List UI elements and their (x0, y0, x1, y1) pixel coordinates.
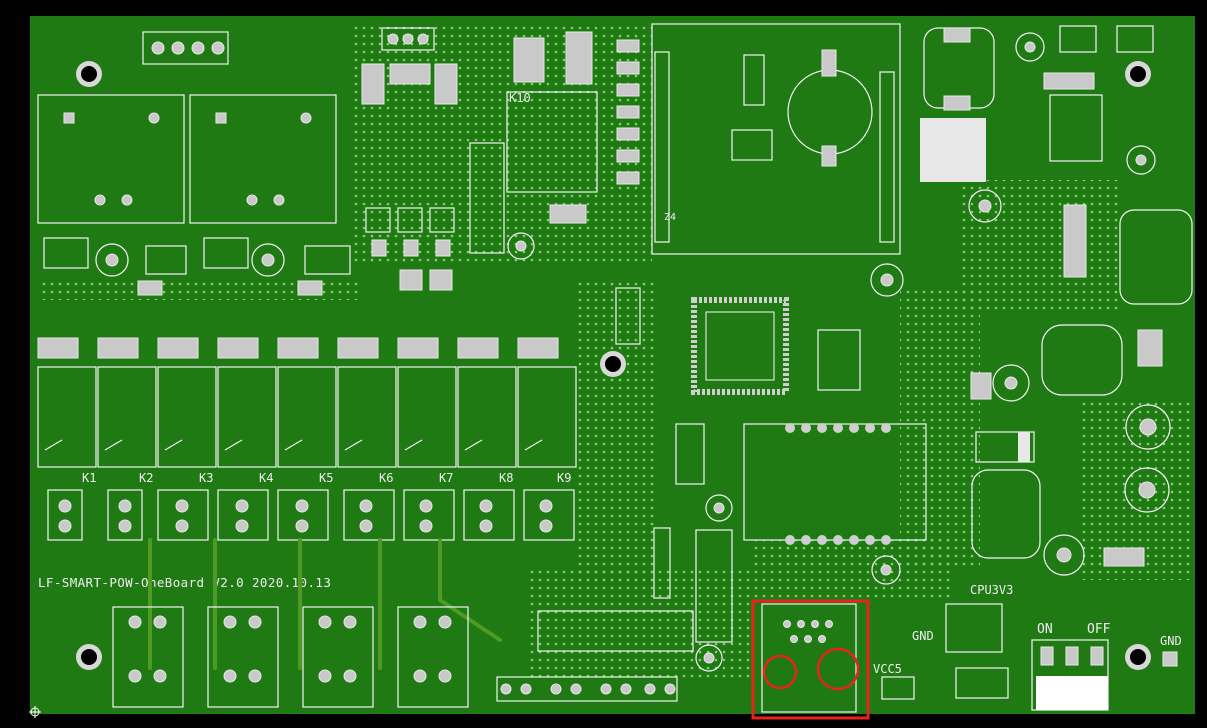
relay-k10 (506, 31, 598, 224)
relay-label-k2: K2 (139, 471, 153, 485)
diode-row (37, 337, 559, 359)
power-switch (1031, 639, 1109, 711)
origin-marker-icon (29, 706, 41, 718)
relay-label-k4: K4 (259, 471, 273, 485)
switch-label-on: ON (1037, 622, 1053, 637)
bottom-connector-strip (496, 610, 694, 702)
right-power-section (870, 25, 1193, 585)
mounting-holes (76, 61, 1151, 670)
relay-label-k8: K8 (499, 471, 513, 485)
highlight-annotation (751, 599, 870, 720)
relay-label-k9: K9 (557, 471, 571, 485)
transformer-t1 (37, 94, 185, 224)
switch-label-off: OFF (1087, 622, 1111, 637)
relay-bank (37, 366, 577, 468)
bottom-right-headers (881, 603, 1009, 700)
bottom-terminals (112, 538, 502, 708)
label-vcc5: VCC5 (873, 662, 902, 676)
label-gnd-left: GND (912, 629, 934, 643)
top-mid-components (361, 27, 535, 291)
relay-label-k6: K6 (379, 471, 393, 485)
relay-label-k10: K10 (509, 91, 531, 105)
header-and-module-frame (616, 23, 901, 255)
relay-label-k5: K5 (319, 471, 333, 485)
relay-label-k1: K1 (82, 471, 96, 485)
microcontroller (615, 287, 861, 395)
module-label-z4: Z4 (664, 212, 676, 223)
board-title: LF-SMART-POW-OneBoard V2.0 2020.10.13 (38, 575, 331, 590)
relay-label-k7: K7 (439, 471, 453, 485)
label-gnd-right: GND (1160, 634, 1182, 648)
top-left-connector (142, 31, 229, 65)
relay-label-k3: K3 (199, 471, 213, 485)
large-module-outline (653, 423, 927, 672)
rectifier-section (43, 237, 351, 296)
relay-terminals (47, 489, 575, 541)
transformer-t2 (189, 94, 337, 224)
label-cpu3v3: CPU3V3 (970, 583, 1013, 597)
